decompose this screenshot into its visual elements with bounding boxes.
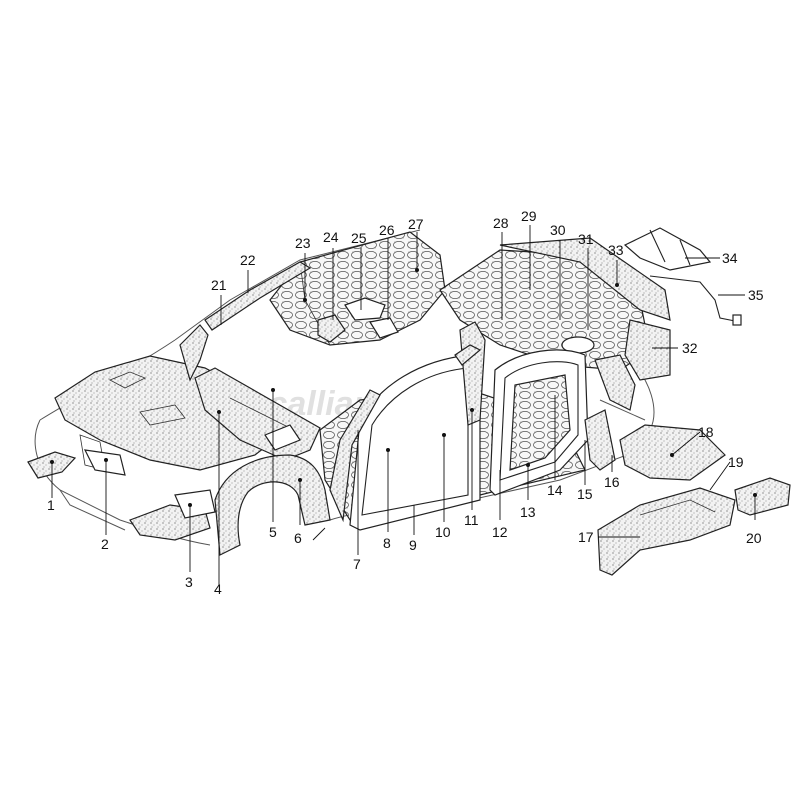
callout-label: 28 [493,215,509,231]
rear-wheel-liner-lower [597,487,736,576]
front-door-seal [349,354,481,531]
roof-rail-front [179,261,312,382]
callout-label: 30 [550,222,566,238]
callout-label: 17 [578,529,594,545]
callout-label: 2 [101,536,109,552]
rear-wheel-liner-upper [619,424,726,481]
callout-label: 1 [47,497,55,513]
rear-floor-insulation [439,237,671,381]
callout-labels: 1 2 3 4 5 6 7 8 9 10 11 12 13 14 15 16 1… [47,208,764,597]
jack [623,227,712,271]
callout-label: 6 [294,530,302,546]
callout-label: 4 [214,581,222,597]
callout-label: 11 [464,512,479,528]
callout-label: 23 [295,235,311,251]
pillar-trims [329,321,486,523]
rear-panel-insulation [734,477,791,516]
rear-quarter-panels [584,354,636,471]
callout-label: 25 [351,230,367,246]
callout-label: 15 [577,486,593,502]
callout-label: 21 [211,277,227,293]
sunroof-pieces [317,297,399,343]
callout-label: 34 [722,250,738,266]
leader-dots [50,268,757,507]
callout-label: 10 [435,524,451,540]
callout-label: 9 [409,537,417,553]
callout-label: 18 [698,424,714,440]
callout-label: 16 [604,474,620,490]
callout-label: 26 [379,222,395,238]
leader-lines [51,225,756,585]
callout-label: 27 [408,216,424,232]
callout-label: 7 [353,556,361,572]
callout-label: 33 [608,242,624,258]
callout-label: 13 [520,504,536,520]
callout-label: 29 [521,208,537,224]
callout-label: 22 [240,252,256,268]
jack-handle [649,275,742,326]
callout-label: 12 [492,524,508,540]
callout-label: 35 [748,287,764,303]
callout-label: 24 [323,229,339,245]
callout-label: 3 [185,574,193,590]
callout-label: 31 [578,231,594,247]
front-wheel-arch-liner [214,454,331,556]
hood-insulation [54,355,302,476]
front-pad-left [27,451,77,479]
callout-label: 32 [682,340,698,356]
callout-label: 5 [269,524,277,540]
callout-label: 8 [383,535,391,551]
firewall-insulation [194,367,321,461]
callout-label: 20 [746,530,762,546]
callout-label: 19 [728,454,744,470]
callout-label: 14 [547,482,563,498]
front-pad-right [129,489,216,541]
